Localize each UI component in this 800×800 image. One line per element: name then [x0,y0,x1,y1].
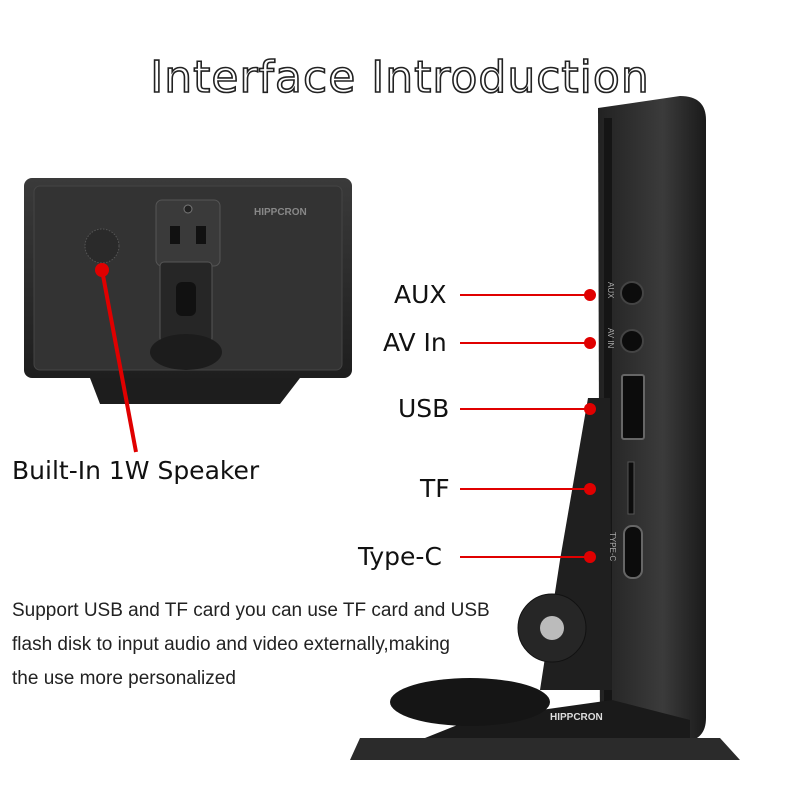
type-c-callout-dot [584,551,596,563]
brand-side: HIPPCRON [550,712,603,723]
suction-base [150,334,222,370]
av-in-label: AV In [383,328,447,357]
feature-description: Support USB and TF card you can use TF c… [12,594,512,696]
device-back-view: HIPPCRON [24,178,352,404]
av-in-port-icon [620,329,644,353]
tf-label: TF [420,474,450,503]
tf-slot-icon [627,461,635,515]
knob-bolt [540,616,564,640]
speaker-grille-icon [84,228,120,264]
page-title: Interface Introduction [149,51,650,104]
type-c-port-icon [623,525,643,579]
side-suction-cup [390,678,550,726]
speaker-callout-dot [95,263,109,277]
callout-lines [95,263,596,563]
port-mark-aux: AUX [606,282,615,299]
aux-label: AUX [394,280,447,309]
speaker-callout-line [100,269,138,453]
device-side-shell [598,96,706,742]
usb-callout-dot [584,403,596,415]
speaker-label: Built-In 1W Speaker [12,456,260,485]
description-line: flash disk to input audio and video exte… [12,634,450,655]
aux-port-icon [620,281,644,305]
aux-callout-dot [584,289,596,301]
type-c-label: Type-C [358,542,442,571]
brand-back: HIPPCRON [254,207,307,218]
side-base-plate [350,738,740,760]
usb-port-icon [621,374,645,440]
description-line: Support USB and TF card you can use TF c… [12,600,490,621]
usb-label: USB [398,394,450,423]
description-line: the use more personalized [12,668,236,689]
back-base-plate [90,378,300,404]
tf-callout-dot [584,483,596,495]
port-mark-type-c: TYPE-C [608,532,617,562]
av-in-callout-dot [584,337,596,349]
device-side-view: AUX AV IN TYPE-C HIPPCRON [350,96,740,760]
port-mark-av-in: AV IN [606,328,615,349]
